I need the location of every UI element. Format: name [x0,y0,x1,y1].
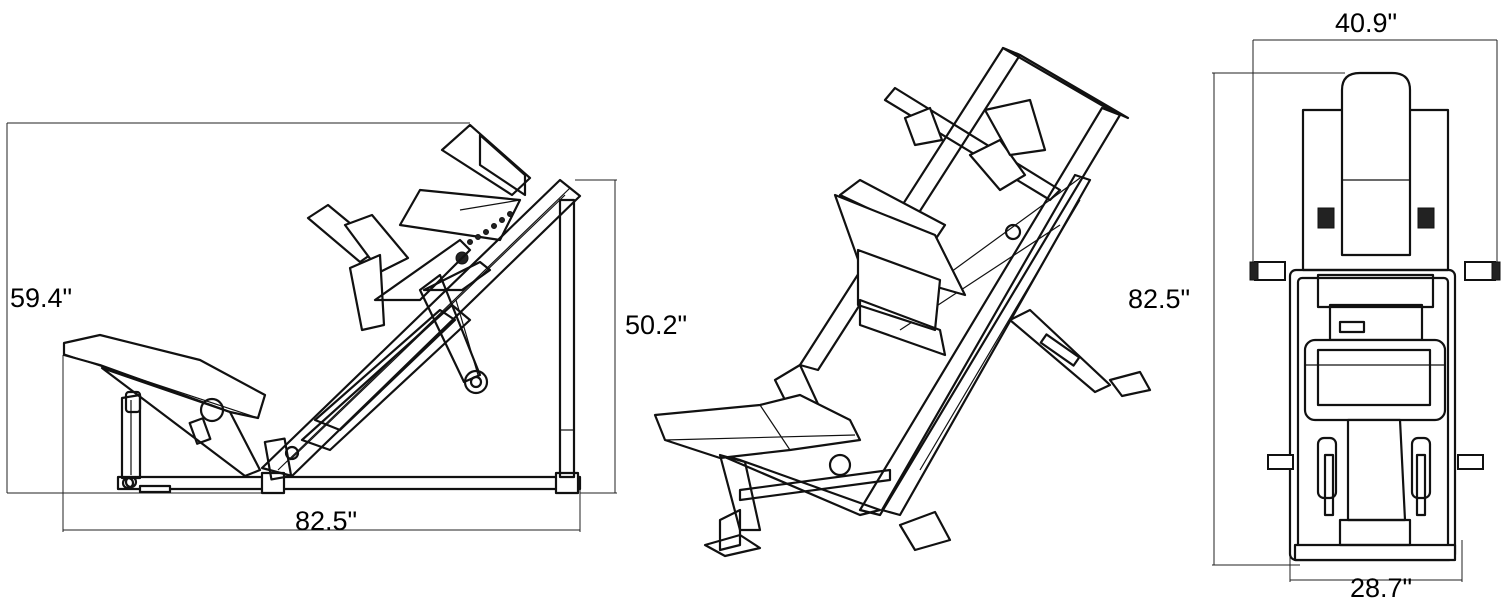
side-view: 59.4" 82.5" 50.2" [6,122,687,536]
side-rear-post [558,198,576,479]
front-view: 40.9" 28.7" [1212,8,1501,603]
side-seat [62,333,267,478]
angled-back-pad [833,178,967,357]
front-carriage [1303,273,1447,422]
side-diagonal-rail [260,178,582,481]
side-carriage [398,123,532,265]
side-weight-pins [467,211,513,245]
front-width-top-label: 40.9" [1335,8,1397,38]
front-width-bottom-label: 28.7" [1350,573,1412,600]
side-base-frame [116,471,582,495]
side-length-label: 82.5" [295,506,357,536]
angled-main-rails [798,46,1130,517]
side-dimension-lines [6,122,617,532]
front-lower-pads [1316,418,1432,547]
front-dimension-lines [1212,39,1498,582]
side-shoulder-pads [306,203,472,332]
front-outer-frame [1288,108,1457,562]
side-seat-support [120,390,142,489]
angled-height-label: 82.5" [1128,284,1190,314]
angled-shoulder-yoke [883,86,1062,241]
front-back-pad [1340,71,1412,257]
side-rail-height-label: 50.2" [625,310,687,340]
angled-view: 82.5" [653,46,1190,558]
side-lever-arm [418,260,492,395]
front-side-handles [1249,207,1501,470]
side-height-label: 59.4" [10,283,72,313]
angled-seat [653,393,862,532]
